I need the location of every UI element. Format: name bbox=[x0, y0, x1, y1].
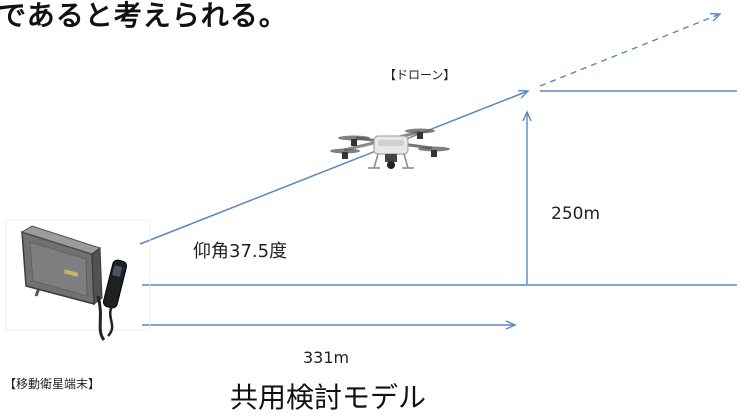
distance-label: 331m bbox=[303, 348, 350, 367]
satellite-terminal-icon bbox=[20, 225, 106, 341]
height-label: 250m bbox=[551, 204, 601, 224]
terminal-label: 【移動衛星端末】 bbox=[4, 377, 101, 391]
elevation-angle-label: 仰角37.5度 bbox=[193, 241, 288, 262]
figure-caption: 共用検討モデル bbox=[230, 381, 427, 414]
drone-icon bbox=[330, 128, 450, 169]
terminal-photo-frame bbox=[5, 219, 151, 331]
header-text: であると考えられる。 bbox=[0, 0, 288, 32]
handset-icon bbox=[102, 259, 128, 337]
elevation-line bbox=[139, 89, 530, 245]
elevation-line-extension bbox=[539, 12, 722, 87]
drone-label: 【ドローン】 bbox=[384, 68, 456, 82]
